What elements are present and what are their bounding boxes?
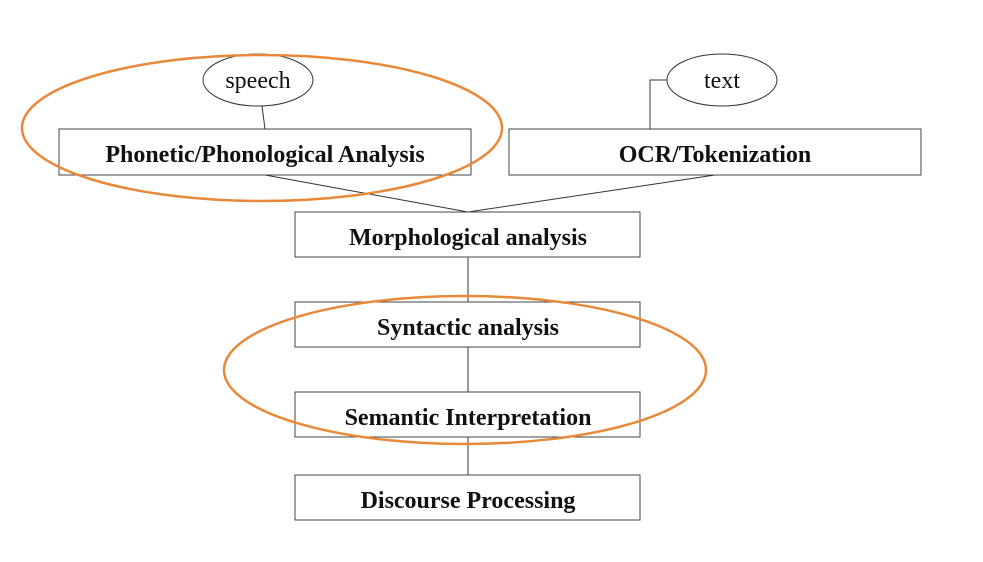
discourse-processing-box: Discourse Processing bbox=[294, 474, 641, 521]
semantic-interpretation-label: Semantic Interpretation bbox=[345, 405, 592, 431]
highlight-ellipse-syntax-semantics bbox=[222, 294, 708, 446]
text-label: text bbox=[704, 68, 740, 94]
ocr-tokenization-label: OCR/Tokenization bbox=[619, 142, 811, 168]
speech-label: speech bbox=[225, 68, 290, 94]
text-input-node: text bbox=[666, 53, 778, 107]
morphological-analysis-box: Morphological analysis bbox=[294, 211, 641, 258]
phonetic-analysis-label: Phonetic/Phonological Analysis bbox=[105, 142, 424, 168]
speech-input-node: speech bbox=[202, 53, 314, 107]
morphological-analysis-label: Morphological analysis bbox=[349, 225, 587, 251]
highlight-ellipse-speech bbox=[20, 53, 504, 203]
connector-speech-phonetic bbox=[261, 105, 266, 130]
syntactic-analysis-label: Syntactic analysis bbox=[377, 315, 559, 341]
ocr-tokenization-box: OCR/Tokenization bbox=[508, 128, 922, 176]
semantic-interpretation-box: Semantic Interpretation bbox=[294, 391, 641, 438]
connector-ocr-morphological bbox=[467, 174, 716, 213]
syntactic-analysis-box: Syntactic analysis bbox=[294, 301, 641, 348]
connector-text-ocr bbox=[649, 79, 667, 129]
discourse-processing-label: Discourse Processing bbox=[361, 488, 576, 514]
text-oval bbox=[666, 53, 778, 107]
phonetic-analysis-box: Phonetic/Phonological Analysis bbox=[58, 128, 472, 176]
